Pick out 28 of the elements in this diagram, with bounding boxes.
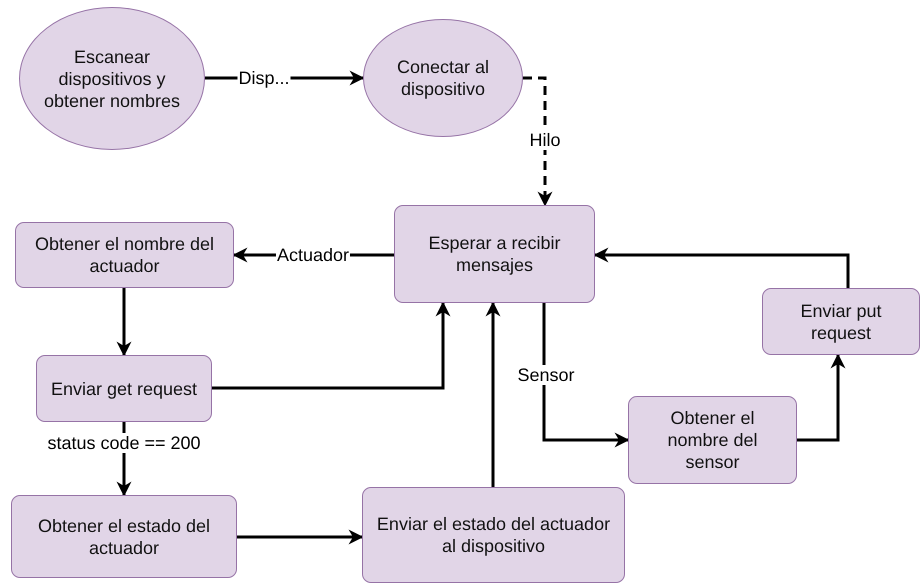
edge-label: Sensor bbox=[516, 365, 576, 385]
arrow bbox=[542, 303, 630, 448]
edge-label: Disp... bbox=[238, 68, 290, 88]
process-box bbox=[15, 222, 234, 288]
arrow bbox=[594, 248, 850, 288]
node-text: Enviar el estado del actuador al dispositivo bbox=[376, 513, 612, 557]
edge-label: status code == 200 bbox=[46, 433, 202, 453]
node-text: Esperar a recibir mensajes bbox=[427, 232, 562, 276]
process-box bbox=[394, 205, 595, 303]
node-text: Obtener el nombre del actuador bbox=[34, 233, 216, 277]
node-text: Enviar get request bbox=[50, 378, 198, 400]
arrow bbox=[486, 302, 500, 487]
node-text: Obtener el nombre del sensor bbox=[666, 407, 759, 473]
process-box bbox=[36, 355, 212, 422]
process-box bbox=[11, 495, 237, 578]
arrow bbox=[237, 530, 364, 544]
node-text: Obtener el estado del actuador bbox=[36, 514, 212, 558]
edge-label: Hilo bbox=[528, 130, 562, 150]
process-box bbox=[628, 396, 797, 484]
node-text: Enviar put request bbox=[799, 300, 883, 344]
arrow bbox=[116, 288, 132, 356]
arrow bbox=[212, 302, 450, 390]
arrow bbox=[523, 76, 552, 206]
node-text: Escanear dispositivos y obtener nombres bbox=[42, 46, 182, 112]
arrow bbox=[797, 354, 846, 442]
process-box bbox=[762, 288, 920, 355]
process-box bbox=[362, 487, 625, 583]
node-text: Conectar al dispositivo bbox=[396, 56, 490, 100]
